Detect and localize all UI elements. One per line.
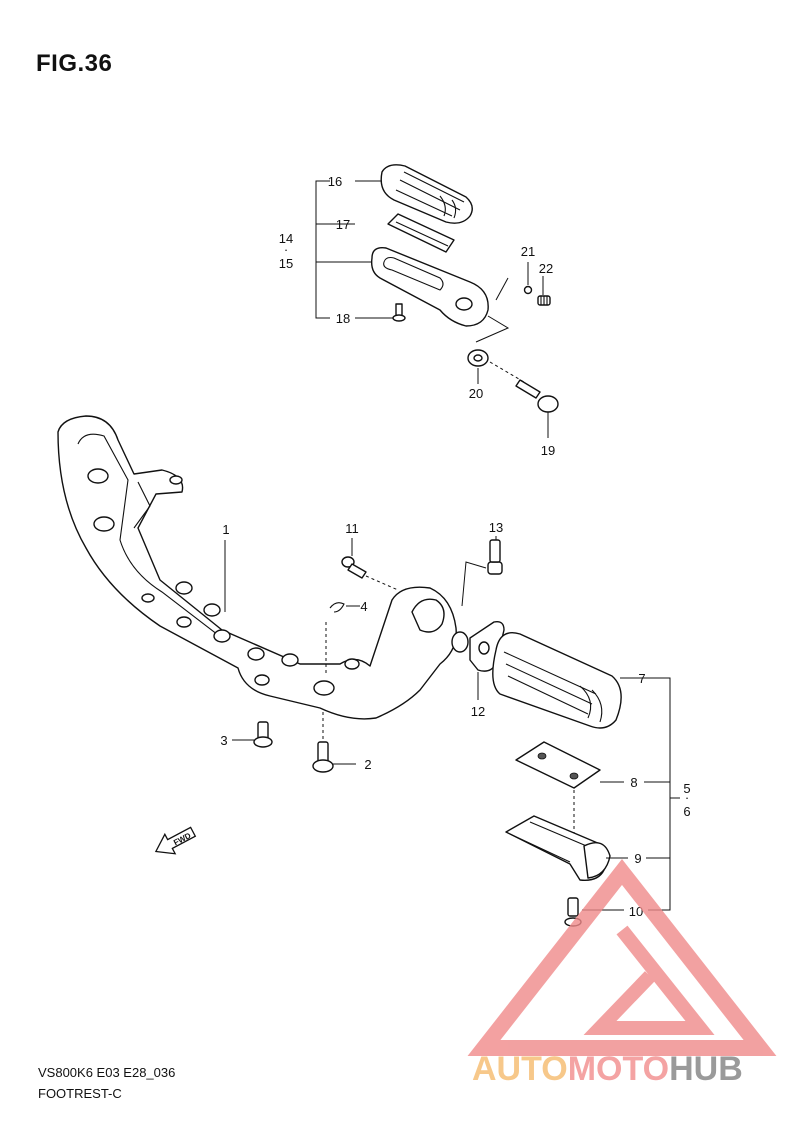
callout-19: 19 (541, 443, 555, 458)
part-1-footrest-bracket (57, 415, 469, 720)
callout-2: 2 (364, 757, 371, 772)
lead-21-line (495, 277, 509, 301)
callout-4: 4 (360, 599, 367, 614)
watermark-triangle-outer-icon (467, 859, 777, 1056)
group-bracket-5-6 (648, 677, 671, 911)
callout-10: 10 (629, 904, 643, 919)
part-18-screw (392, 303, 406, 322)
watermark-word-hub: HUB (669, 1050, 743, 1088)
callout-22: 22 (539, 261, 553, 276)
part-20-washer (467, 349, 489, 384)
callout-21: 21 (521, 244, 535, 259)
group-bracket-14-15 (315, 180, 330, 319)
watermark-word-auto: AUTO (472, 1050, 568, 1088)
callout-dot-14-15: · (284, 242, 288, 257)
alignment-line-upper (475, 315, 510, 343)
watermark-logo (467, 859, 777, 1056)
part-19-pivot-pin (489, 361, 559, 438)
section-name: FOOTREST-C (38, 1086, 122, 1101)
callout-1: 1 (222, 522, 229, 537)
watermark-text: AUTOMOTOHUB (472, 1050, 743, 1088)
callout-9: 9 (634, 851, 641, 866)
part-9-footplate (505, 815, 628, 881)
part-4-cotter-pin (325, 602, 360, 676)
callout-8: 8 (630, 775, 637, 790)
part-8-plate (515, 741, 624, 840)
part-3-bolt (232, 721, 273, 748)
watermark-triangle-inner-icon (583, 925, 715, 1035)
part-17-plate (387, 213, 455, 253)
part-21-ball (523, 262, 533, 295)
callout-16: 16 (328, 174, 342, 189)
forward-direction-arrow: FWD (154, 826, 197, 855)
part-22-spring (537, 276, 551, 306)
part-15-footpeg-arm (370, 247, 489, 327)
part-11-bolt (341, 538, 399, 591)
callout-6: 6 (683, 804, 690, 819)
part-2-bolt (312, 712, 356, 773)
watermark-word-moto: MOTO (568, 1050, 669, 1088)
callout-13: 13 (489, 520, 503, 535)
callout-5: 5 (683, 781, 690, 796)
model-code: VS800K6 E03 E28_036 (38, 1065, 176, 1080)
part-13-plug (461, 536, 503, 607)
callout-11: 11 (345, 521, 359, 536)
callout-12: 12 (471, 704, 485, 719)
callout-18: 18 (336, 311, 350, 326)
callout-7: 7 (638, 671, 645, 686)
callout-3: 3 (220, 733, 227, 748)
callout-17: 17 (336, 217, 350, 232)
callout-20: 20 (469, 386, 483, 401)
callout-15: 15 (279, 256, 293, 271)
figure-title: FIG.36 (36, 50, 113, 77)
part-7-footpeg (492, 632, 656, 729)
part-16-rubber-cover (380, 164, 473, 224)
callout-14: 14 (279, 231, 293, 246)
callout-dot-5-6: · (685, 790, 689, 805)
